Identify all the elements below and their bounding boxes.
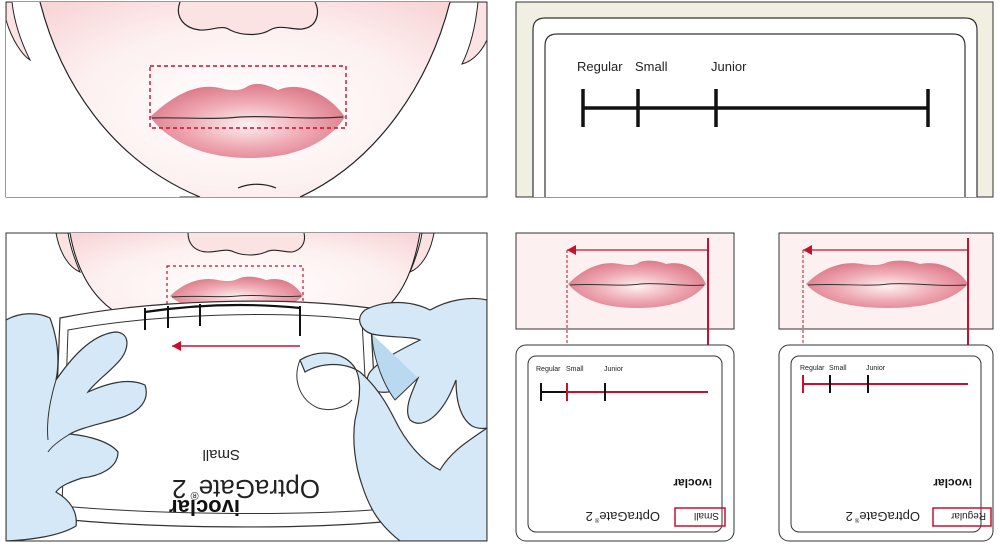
nose xyxy=(177,2,318,36)
ruler-label-regular: Regular xyxy=(536,366,561,373)
chin-crease xyxy=(237,183,277,189)
product-name: OptraGate®2 xyxy=(172,474,320,504)
brand-logo-text: ivoclar xyxy=(673,476,712,490)
ruler-label-junior: Junior xyxy=(711,59,747,74)
size-label: Small xyxy=(202,446,240,463)
lip-line xyxy=(171,294,302,298)
lip-width-measure-box xyxy=(149,65,347,129)
nose xyxy=(187,233,306,256)
panel-gloves-measuring: ivoclar Small OptraGate®2 xyxy=(5,232,488,542)
sizing-card-inner xyxy=(790,355,982,533)
product-name: OptraGate®2 xyxy=(846,509,920,524)
size-highlight-box xyxy=(932,507,992,527)
card-ruler-line xyxy=(144,303,301,314)
jaw-line-left xyxy=(39,2,201,197)
left-glove xyxy=(6,313,147,541)
sizing-card-inner xyxy=(527,355,723,533)
right-glove xyxy=(299,352,487,541)
panel-small-result: Regular Small Junior ivoclar Small Optra… xyxy=(515,232,735,542)
ruler-label-small: Small xyxy=(829,365,847,372)
panel-regular-result: Regular Small Junior ivoclar Regular Opt… xyxy=(778,232,994,542)
arrow-left-icon xyxy=(172,341,181,351)
size-label: Regular xyxy=(950,510,986,521)
brand-logo-text: ivoclar xyxy=(933,476,972,490)
lip-line xyxy=(807,283,967,286)
ear-right xyxy=(409,233,435,273)
panel-ruler-card: Regular Small Junior xyxy=(515,1,994,198)
ruler-label-small: Small xyxy=(635,59,668,74)
ruler-label-junior: Junior xyxy=(866,365,886,372)
ear-left xyxy=(55,233,81,273)
product-name: OptraGate®2 xyxy=(586,509,660,524)
ear-left xyxy=(6,2,32,62)
ruler-label-small: Small xyxy=(566,366,584,373)
jaw-line-right xyxy=(299,2,451,197)
lips xyxy=(150,83,345,158)
brand-logo-text: ivoclar xyxy=(169,495,240,520)
ear-right xyxy=(461,2,487,65)
right-glove-thumb-shadow xyxy=(371,333,419,401)
arrow-left-icon xyxy=(567,245,576,255)
panel-face-measure xyxy=(5,1,488,198)
right-glove-thumb xyxy=(359,297,487,430)
card-inner-border xyxy=(544,33,966,197)
sizing-card xyxy=(515,344,735,542)
ruler-label-regular: Regular xyxy=(577,59,623,74)
sizing-card xyxy=(778,344,994,542)
size-highlight-box xyxy=(674,507,726,527)
ruler-label-junior: Junior xyxy=(604,366,624,373)
lip-line xyxy=(151,115,344,119)
size-label: Small xyxy=(694,510,719,521)
arrow-left-icon xyxy=(803,245,812,255)
lip-line xyxy=(569,283,705,286)
ruler-label-regular: Regular xyxy=(800,365,825,372)
